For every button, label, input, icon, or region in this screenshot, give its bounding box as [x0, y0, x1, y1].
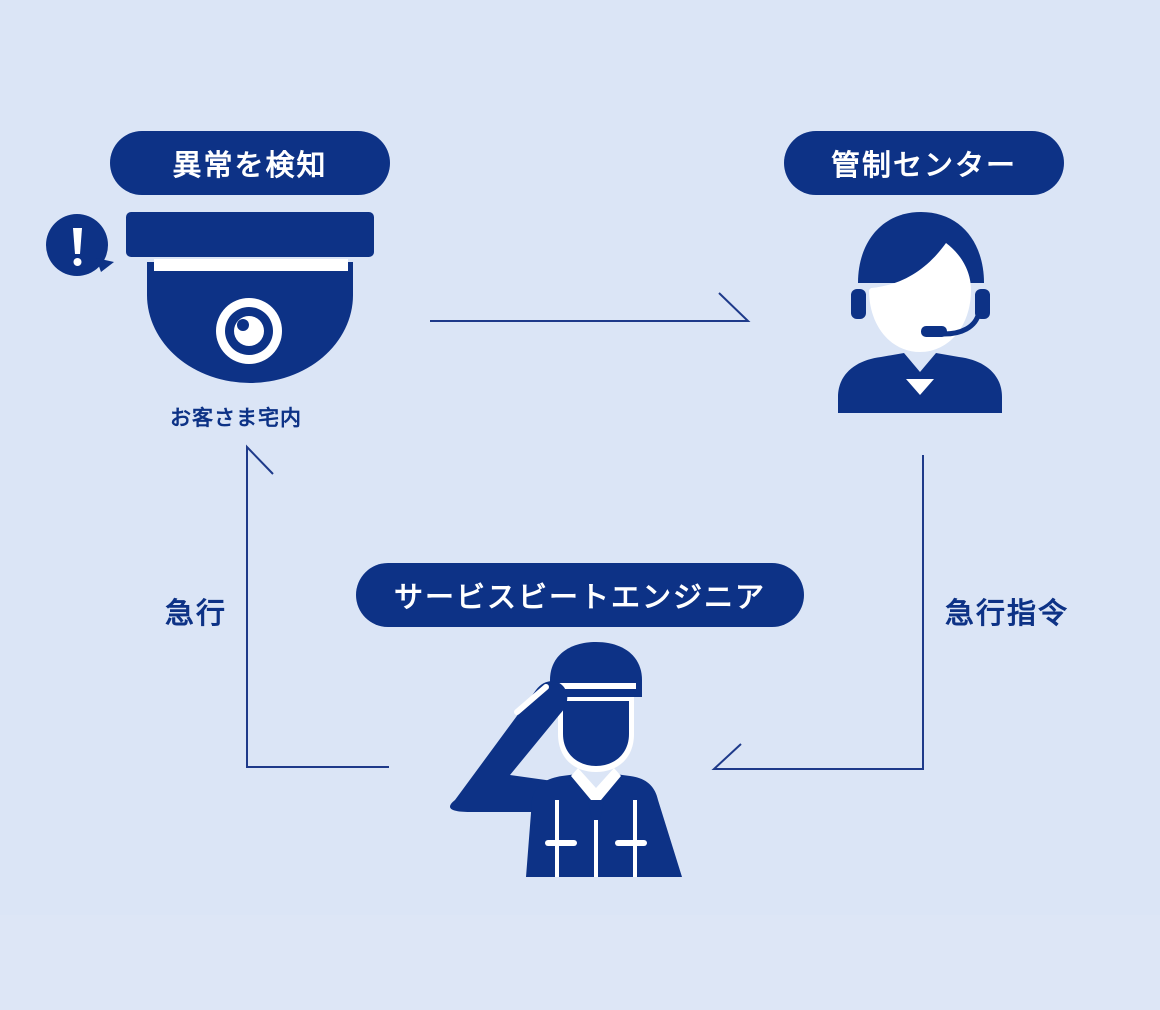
arrow-to-center — [430, 292, 751, 322]
customer-home-label: お客さま宅内 — [170, 406, 302, 430]
headset-operator-icon — [838, 212, 1002, 413]
arrow-to-customer — [246, 444, 389, 768]
control-center-pill: 管制センター — [784, 131, 1064, 195]
saluting-engineer-icon — [450, 642, 682, 877]
control-center-label: 管制センター — [830, 148, 1017, 182]
detect-anomaly-pill: 異常を検知 — [110, 131, 390, 195]
arrow-to-engineer — [711, 455, 924, 770]
engineer-label: サービスビートエンジニア — [393, 580, 766, 614]
bottom-band — [0, 915, 1160, 1010]
exclamation-bubble-icon — [46, 214, 114, 276]
engineer-pill: サービスビートエンジニア — [356, 563, 804, 627]
detect-anomaly-label: 異常を検知 — [172, 148, 328, 182]
rush-label: 急行 — [165, 596, 228, 630]
dispatch-label: 急行指令 — [945, 596, 1070, 630]
security-camera-icon — [126, 212, 374, 383]
